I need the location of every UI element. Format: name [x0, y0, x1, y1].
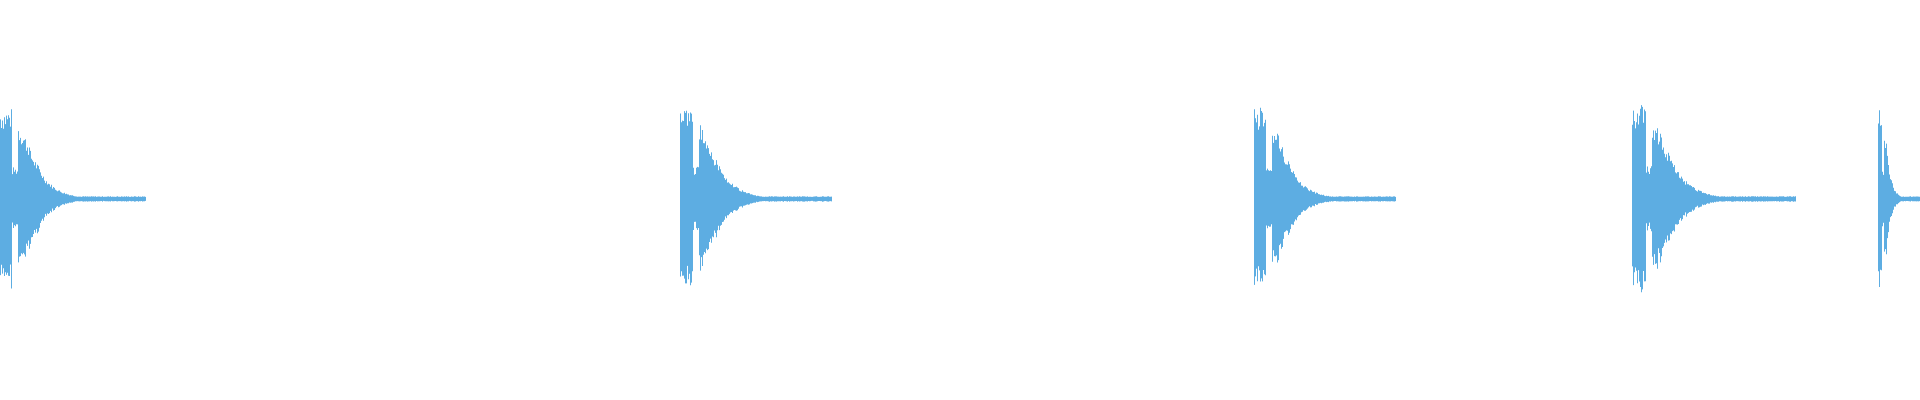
- waveform-hit: [1878, 110, 1920, 287]
- waveform-burst: [680, 110, 832, 286]
- waveform-hit: [0, 109, 146, 289]
- waveform-hit: [680, 110, 832, 286]
- waveform-hit: [1632, 105, 1796, 293]
- waveform-hits-layer: [0, 105, 1920, 293]
- waveform-hit: [1254, 107, 1396, 285]
- waveform-burst: [1254, 107, 1396, 285]
